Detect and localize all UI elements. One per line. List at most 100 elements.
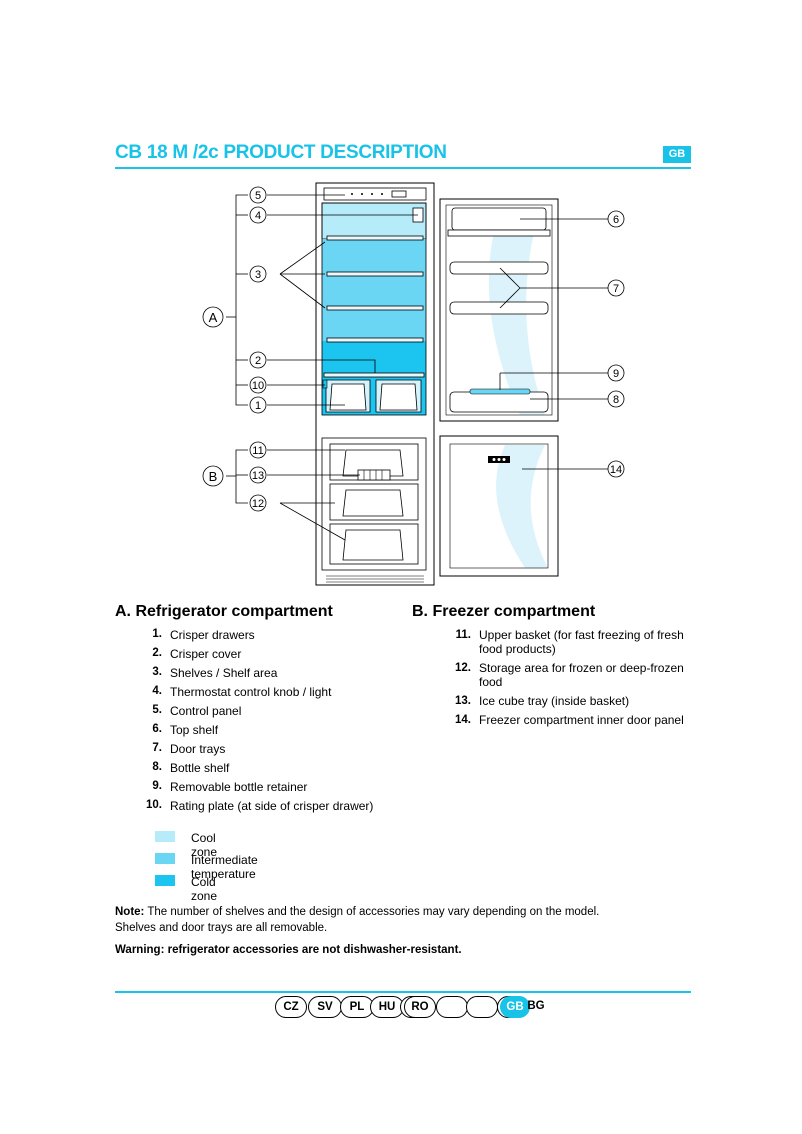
warning-text: Warning: refrigerator accessories are no… xyxy=(115,944,462,956)
item-text: Rating plate (at side of crisper drawer) xyxy=(170,799,374,813)
item-number: 9. xyxy=(152,780,162,792)
language-tab-cz[interactable]: CZ xyxy=(275,996,307,1018)
list-item: 13. Ice cube tray (inside basket) xyxy=(431,694,693,708)
callout-circle xyxy=(607,279,625,297)
callout-number: 9 xyxy=(613,368,619,380)
freezer-baskets xyxy=(329,443,419,565)
item-text: Thermostat control knob / light xyxy=(170,685,332,699)
base-grille xyxy=(326,575,424,583)
item-text: Top shelf xyxy=(170,723,219,737)
legend-swatch xyxy=(155,875,175,886)
item-number: 2. xyxy=(152,647,162,659)
item-number: 12. xyxy=(455,662,471,674)
item-number: 7. xyxy=(152,742,162,754)
callout-number: 7 xyxy=(613,283,619,295)
language-tab-ro[interactable]: RO xyxy=(404,996,436,1018)
item-text: Control panel xyxy=(170,704,242,718)
callout-circle xyxy=(249,265,267,283)
header-divider xyxy=(115,167,691,169)
zone-intermediate xyxy=(322,239,426,341)
list-item: 9. Removable bottle retainer xyxy=(122,780,412,794)
legend-label: Intermediate temperature xyxy=(191,853,258,881)
section-b-title: B. Freezer compartment xyxy=(412,603,596,620)
callout-number: 14 xyxy=(610,464,622,476)
control-panel xyxy=(323,187,427,201)
legend-label: Cool zone xyxy=(191,831,218,859)
list-item: 5. Control panel xyxy=(122,704,412,718)
item-text: Shelves / Shelf area xyxy=(170,666,278,680)
group-circle xyxy=(202,306,224,328)
list-item: 8.Bottle shelf xyxy=(122,761,412,775)
list-item: 14.Freezer compartment inner door panel xyxy=(431,713,693,727)
item-number: 4. xyxy=(152,685,162,697)
callout-circle xyxy=(249,186,267,204)
language-tab-pl[interactable]: PL xyxy=(340,996,374,1018)
list-item: 7. Door trays xyxy=(122,742,412,756)
item-text: Storage area for frozen or deep-frozen f… xyxy=(479,661,684,689)
item-text: Bottle shelf xyxy=(170,761,230,775)
page-title: CB 18 M /2c PRODUCT DESCRIPTION xyxy=(115,142,447,163)
callout-number: 12 xyxy=(252,498,264,510)
item-number: 5. xyxy=(152,704,162,716)
ice-cube-tray xyxy=(357,469,391,481)
item-number: 10. xyxy=(146,799,162,811)
callout-number: 1 xyxy=(255,400,261,412)
callout-number: 6 xyxy=(613,214,619,226)
item-text: Upper basket (for fast freezing of fresh… xyxy=(479,628,684,656)
callout-number: 11 xyxy=(252,445,263,457)
callout-circle xyxy=(607,364,625,382)
item-text: Crisper cover xyxy=(170,647,242,661)
item-text: Removable bottle retainer xyxy=(170,780,308,794)
callout-number: 4 xyxy=(255,210,261,222)
callout-number: 3 xyxy=(255,269,261,281)
language-tab-hu[interactable]: HU xyxy=(370,996,404,1018)
language-tab-bg[interactable]: BG xyxy=(527,1000,545,1012)
language-badge: GB xyxy=(663,146,691,163)
callout-number: 8 xyxy=(613,394,619,406)
language-tab-empty[interactable] xyxy=(466,996,498,1018)
callout-circle xyxy=(249,396,267,414)
language-tab-sv[interactable]: SV xyxy=(308,996,342,1018)
callout-number: 10 xyxy=(252,380,264,392)
shelves xyxy=(323,235,425,378)
list-item: 1. Crisper drawers xyxy=(122,628,412,642)
list-item: 2. Crisper cover xyxy=(122,647,412,661)
callout-number: 2 xyxy=(255,355,261,367)
section-a-list: 1. Crisper drawers 2. Crisper cover 3. Shelve… xyxy=(122,628,412,818)
callout-circle xyxy=(249,494,267,512)
group-circle xyxy=(202,465,224,487)
list-item: 11. Upper basket (for fast freezing of fr… xyxy=(431,628,693,656)
item-number: 13. xyxy=(455,695,471,707)
control-panel-dots xyxy=(351,190,407,198)
callout-circle xyxy=(607,210,625,228)
callout-circle xyxy=(249,376,267,394)
item-number: 11. xyxy=(455,629,471,641)
list-item: 3. Shelves / Shelf area xyxy=(122,666,412,680)
item-text: Crisper drawers xyxy=(170,628,255,642)
item-text: Door trays xyxy=(170,742,226,756)
item-number: 3. xyxy=(152,666,162,678)
list-item: 10. Rating plate (at side of crisper draw… xyxy=(122,799,412,813)
zone-cool xyxy=(321,202,427,240)
callout-circle xyxy=(249,441,267,459)
fridge-inner-outline xyxy=(321,202,427,416)
legend-swatch xyxy=(155,853,175,864)
item-number: 1. xyxy=(152,628,162,640)
callout-circle xyxy=(249,466,267,484)
section-a-title: A. Refrigerator compartment xyxy=(115,603,333,620)
note-line2: Shelves and door trays are all removable… xyxy=(115,922,328,934)
note-label: Note: xyxy=(115,906,145,918)
legend-label: Cold zone xyxy=(191,875,218,903)
item-text: Ice cube tray (inside basket) xyxy=(479,694,630,708)
note-paragraph: Note: The number of shelves and the desi… xyxy=(115,904,695,936)
language-tab-gb[interactable]: GB xyxy=(500,996,530,1018)
list-item: 12. Storage area for frozen or deep-froze… xyxy=(431,661,693,689)
callout-number: 13 xyxy=(252,470,264,482)
language-tab-empty[interactable] xyxy=(436,996,468,1018)
group-label: B xyxy=(209,469,218,484)
note-text: The number of shelves and the design of … xyxy=(144,906,600,918)
list-item: 4. Thermostat control knob / light xyxy=(122,685,412,699)
legend-swatch xyxy=(155,831,175,842)
item-text: Freezer compartment inner door panel xyxy=(479,713,684,727)
